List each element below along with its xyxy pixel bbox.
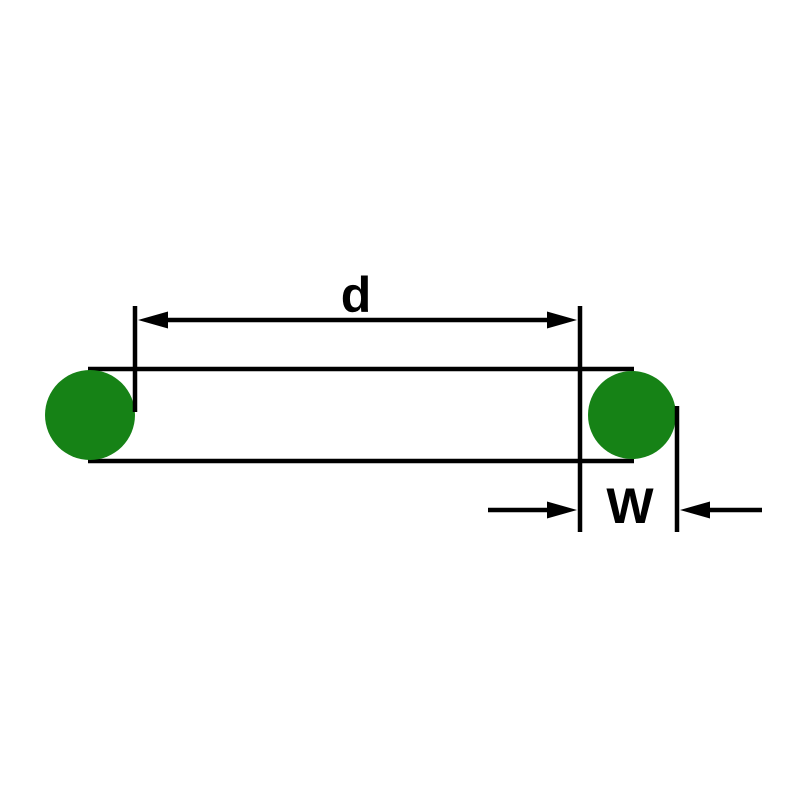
dimension-d-label: d xyxy=(341,267,372,323)
dimension-d-arrowhead-left-icon xyxy=(138,311,168,329)
dimension-d-arrowhead-right-icon xyxy=(547,311,577,329)
oring-cross-sections xyxy=(45,370,676,460)
dimension-w-label: W xyxy=(606,478,654,534)
oring-cross-section-left xyxy=(45,370,135,460)
dimension-w-arrowhead-left-icon xyxy=(547,501,577,519)
dimension-d: d xyxy=(132,267,583,532)
dimension-w: W xyxy=(488,406,762,534)
oring-edges xyxy=(88,366,634,464)
dimension-w-arrowhead-right-icon xyxy=(680,501,710,519)
oring-cross-section-right xyxy=(588,371,676,459)
